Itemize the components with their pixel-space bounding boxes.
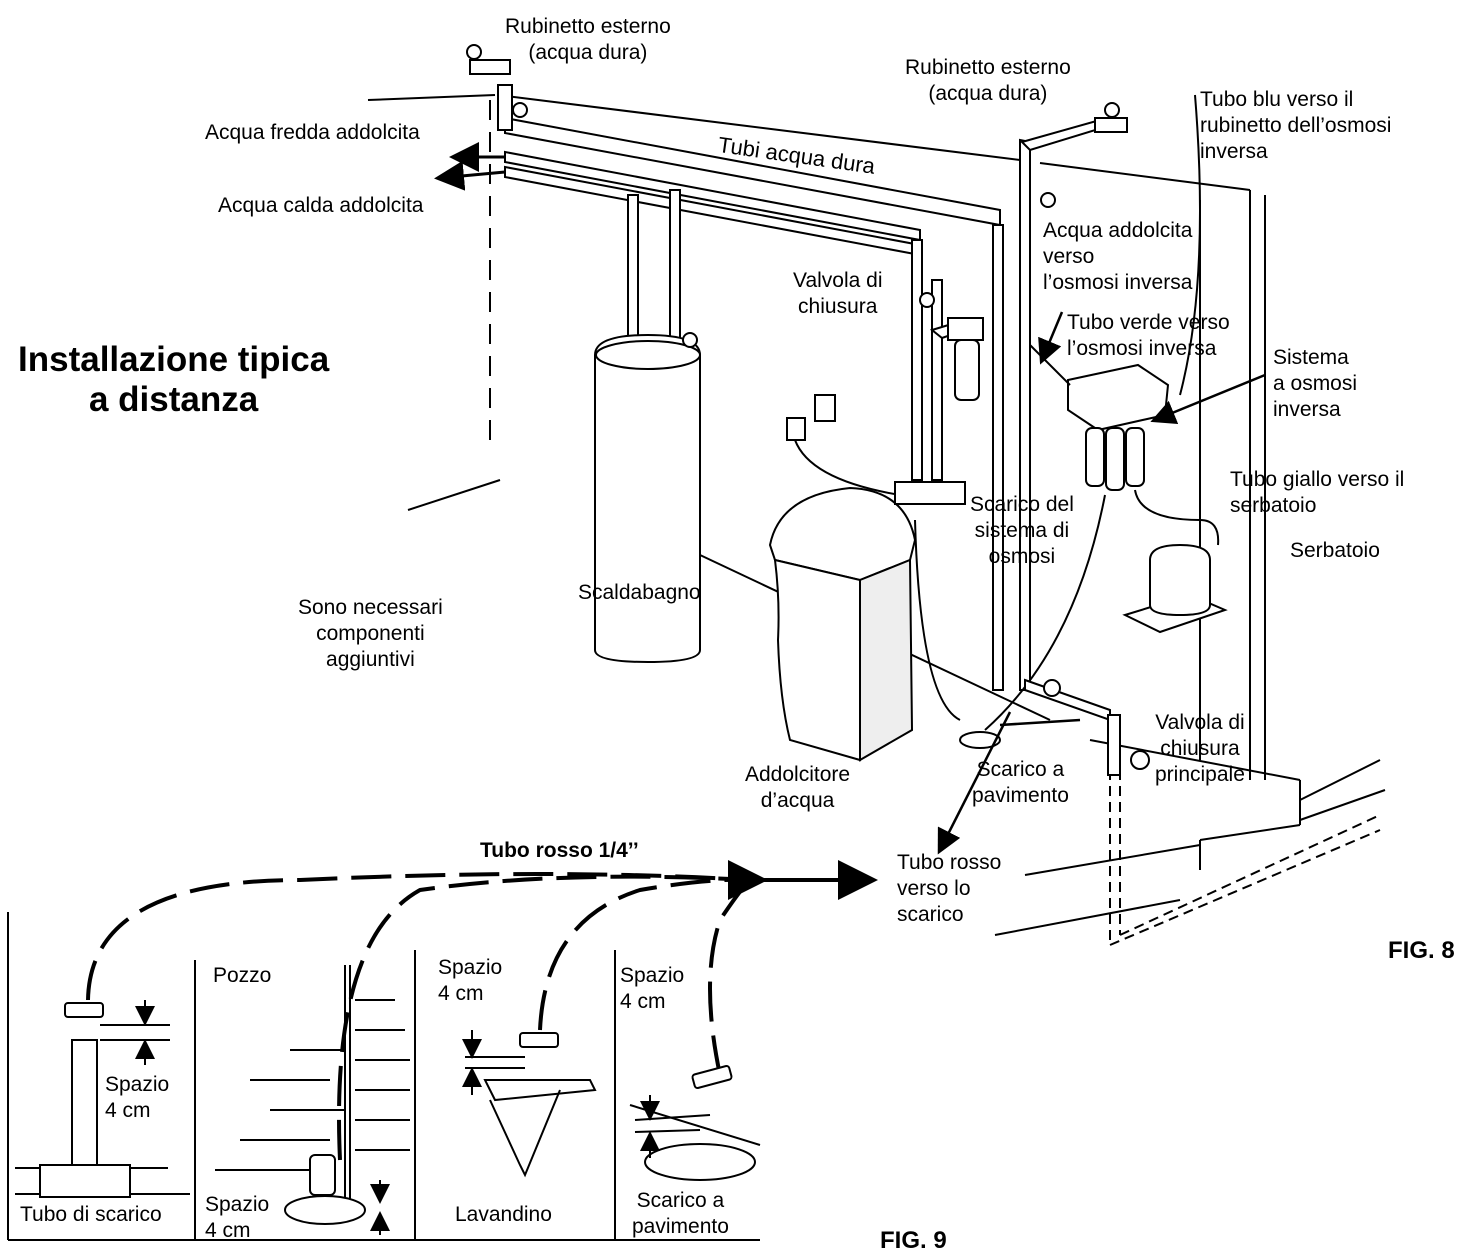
label-yellow-tube: Tubo giallo verso il serbatoio (1230, 467, 1404, 519)
label-line: Scarico a (976, 758, 1065, 781)
label-line: sistema di (974, 519, 1070, 542)
label-line: Valvola di (1155, 711, 1245, 734)
diagram-title-line-2: a distanza (88, 380, 259, 419)
label-line: d’acqua (760, 789, 835, 812)
panel-1-gap-label: Spazio 4 cm (105, 1072, 169, 1124)
label-line: l’osmosi inversa (1067, 337, 1217, 360)
label-line: osmosi (988, 545, 1056, 568)
panel-3-name: Lavandino (455, 1203, 552, 1226)
fig9-label: FIG. 9 (880, 1227, 947, 1254)
label-line: Valvola di (793, 269, 883, 292)
room-outline (367, 94, 1386, 946)
label-soft-to-ro: Acqua addolcita verso l’osmosi inversa (1043, 218, 1192, 296)
label-line: Scarico del (970, 493, 1074, 516)
label-line: componenti (316, 622, 425, 645)
panel-2-name: Pozzo (213, 964, 272, 987)
label-line: Rubinetto esterno (905, 56, 1071, 79)
label-line: l’osmosi inversa (1043, 271, 1193, 294)
diagram-title-line-1: Installazione tipica (18, 340, 330, 379)
hose-faucet-left (466, 44, 528, 118)
panel-2-gap-label: Spazio 4 cm (205, 1192, 269, 1244)
label-line: aggiuntivi (326, 648, 415, 671)
label-blue-tube: Tubo blu verso il rubinetto dell’osmosi … (1200, 87, 1391, 165)
label-line: Rubinetto esterno (505, 15, 671, 38)
label-line: Spazio (620, 964, 685, 987)
label-line: chiusura (1160, 737, 1240, 760)
label-hose-faucet-right: Rubinetto esterno (acqua dura) (905, 55, 1071, 107)
label-ro-system: Sistema a osmosi inversa (1273, 345, 1357, 423)
panel-sink (462, 1030, 597, 1178)
label-line: Sono necessari (298, 596, 443, 619)
label-line: verso lo (897, 877, 971, 900)
label-line: 4 cm (105, 1099, 151, 1122)
label-line: principale (1155, 763, 1245, 786)
label-hose-faucet-left: Rubinetto esterno (acqua dura) (505, 14, 671, 66)
diagram-title: Installazione tipica a distanza (18, 340, 329, 420)
label-red-tube-drain: Tubo rosso verso lo scarico (897, 850, 1001, 928)
red-tube-dashed (86, 872, 752, 1161)
panel-1-name: Tubo di scarico (20, 1203, 162, 1226)
label-line: 4 cm (620, 990, 666, 1013)
label-line: Spazio (438, 956, 503, 979)
label-line: Tubo verde verso (1067, 311, 1230, 334)
label-line: a osmosi (1273, 372, 1358, 395)
label-line: Tubo rosso (897, 851, 1002, 874)
label-red-tube-quarter: Tubo rosso 1/4’’ (480, 839, 639, 862)
leader-lines (937, 311, 1266, 855)
label-line: 4 cm (205, 1219, 251, 1242)
water-heater (594, 332, 701, 664)
panel-floor-drain (629, 1064, 761, 1181)
label-tank: Serbatoio (1290, 539, 1380, 562)
label-line: Spazio (105, 1073, 170, 1096)
label-line: rubinetto dell’osmosi (1200, 114, 1392, 137)
wall-outlet (786, 394, 901, 496)
label-line: 4 cm (438, 982, 484, 1005)
label-main-shutoff: Valvola di chiusura principale (1155, 710, 1245, 788)
label-extra-parts: Sono necessari componenti aggiuntivi (298, 595, 443, 673)
label-soft-hot: Acqua calda addolcita (218, 194, 424, 217)
label-line: scarico (897, 903, 964, 926)
label-line: (acqua dura) (928, 82, 1048, 105)
floor-drain (914, 494, 1106, 749)
label-line: (acqua dura) (528, 41, 648, 64)
panel-drain-pipe (15, 1000, 190, 1198)
panel-sump (215, 965, 410, 1235)
label-line: Addolcitore (745, 763, 851, 786)
water-softener (768, 486, 917, 762)
fig8-label: FIG. 8 (1388, 937, 1455, 964)
label-line: pavimento (632, 1215, 729, 1238)
label-line: inversa (1273, 398, 1341, 421)
label-line: Acqua addolcita (1043, 219, 1193, 242)
label-line: verso (1043, 245, 1095, 268)
label-line: Tubo giallo verso il (1230, 468, 1405, 491)
bypass-valve (894, 292, 966, 505)
label-line: Tubo blu verso il (1200, 88, 1354, 111)
label-green-tube: Tubo verde verso l’osmosi inversa (1067, 310, 1230, 362)
label-water-heater: Scaldabagno (578, 581, 701, 604)
fig9-panel-frames (7, 912, 760, 1241)
label-ro-drain: Scarico del sistema di osmosi (970, 492, 1074, 570)
label-line: pavimento (972, 784, 1069, 807)
arrow-soft-outlets (434, 142, 506, 191)
label-line: Sistema (1273, 346, 1349, 369)
label-line: serbatoio (1230, 494, 1317, 517)
sediment-filter (947, 317, 984, 401)
storage-tank (1122, 543, 1228, 634)
panel-3-gap-label: Spazio 4 cm (438, 955, 502, 1007)
label-line: Spazio (205, 1193, 270, 1216)
panel-4-name: Scarico a pavimento (632, 1188, 729, 1240)
label-soft-cold: Acqua fredda addolcita (205, 121, 420, 144)
panel-4-gap-label: Spazio 4 cm (620, 963, 684, 1015)
label-shutoff-valve: Valvola di chiusura (793, 268, 883, 320)
hose-faucet-right (1040, 102, 1128, 208)
ro-system (1029, 94, 1220, 546)
label-floor-drain: Scarico a pavimento (972, 757, 1069, 809)
label-line: Scarico a (636, 1189, 725, 1212)
label-line: inversa (1200, 140, 1268, 163)
label-softener: Addolcitore d’acqua (745, 762, 850, 814)
label-line: chiusura (798, 295, 878, 318)
main-shutoff-valve (1024, 678, 1150, 776)
